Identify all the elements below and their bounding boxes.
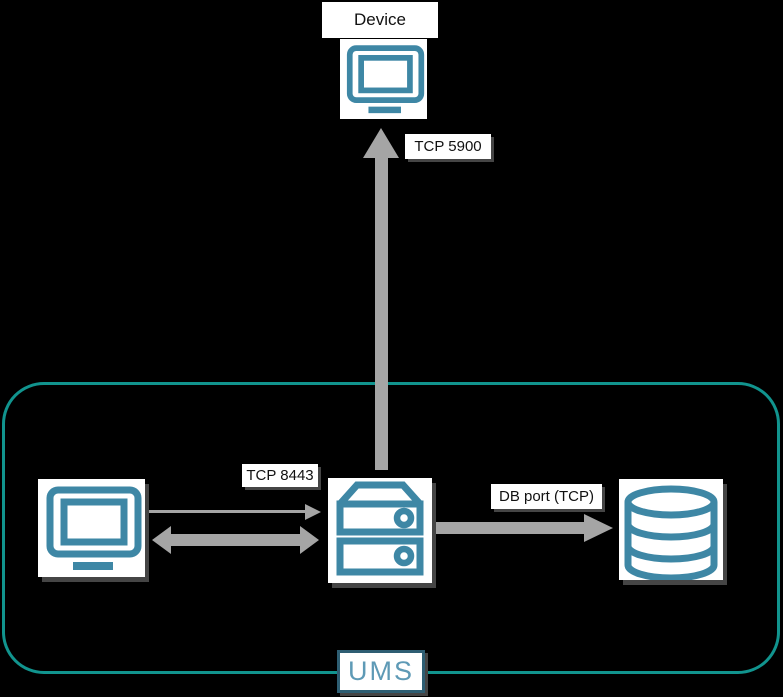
device-node [340,39,427,119]
database-icon [624,485,718,580]
monitor-icon [46,486,142,570]
server-icon [336,481,424,576]
port-label-tcp-5900: TCP 5900 [405,134,491,159]
ums-server-node [328,478,432,583]
monitor-icon [346,45,425,114]
arrow-up-server-to-device [363,128,399,470]
console-node [38,479,145,577]
port-label-tcp-8443: TCP 8443 [242,464,318,487]
port-label-db-port: DB port (TCP) [491,484,602,509]
ums-group-label: UMS [337,650,425,693]
device-title-label: Device [322,2,438,38]
arrow-thin-console-to-server [146,504,321,520]
database-node [619,479,723,580]
arrow-server-to-database [432,514,613,542]
arrow-bidirectional-console-server [152,526,319,554]
